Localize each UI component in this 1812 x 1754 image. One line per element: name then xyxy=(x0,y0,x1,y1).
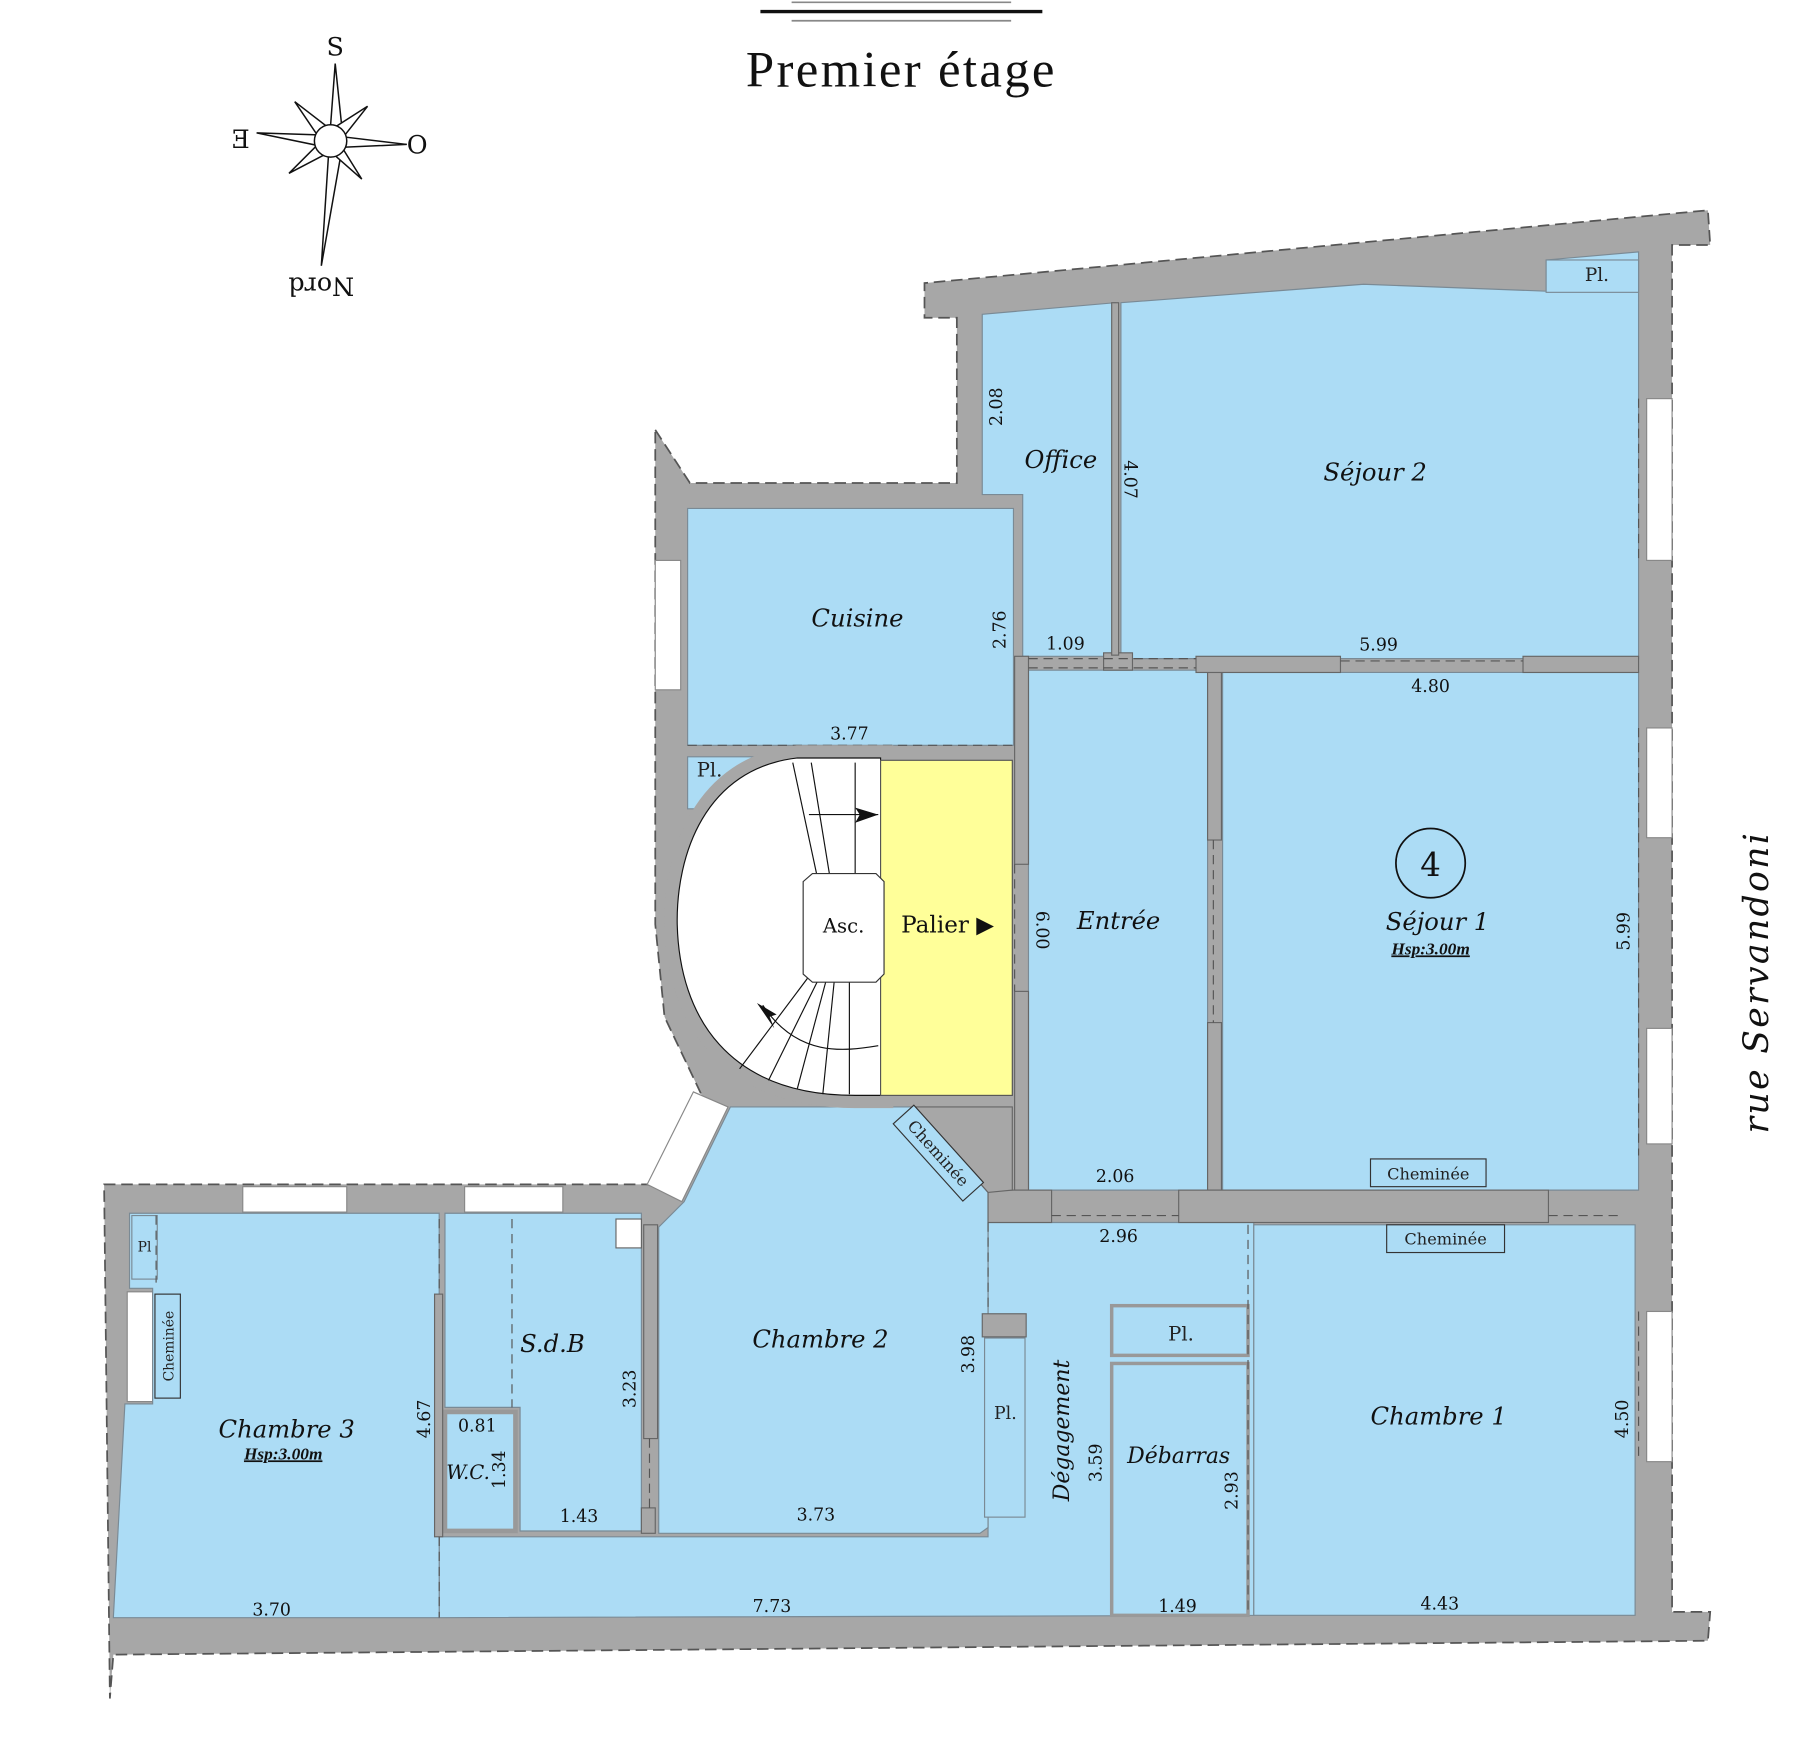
label-office: Office xyxy=(1024,445,1097,474)
room-placard-sejour[interactable] xyxy=(1545,259,1640,293)
label-sdb: S.d.B xyxy=(520,1329,585,1358)
label-wc: W.C. xyxy=(446,1461,490,1484)
room-sdb[interactable] xyxy=(444,1212,642,1532)
label-placard: Pl. xyxy=(1168,1322,1194,1345)
dimension-label: 3.77 xyxy=(830,724,869,744)
dimension-label: 6.00 xyxy=(1032,911,1052,950)
stair-arrow-up-icon xyxy=(855,807,879,823)
landing-palier[interactable] xyxy=(880,759,1013,1096)
dimension-label: 4.50 xyxy=(1613,1400,1633,1439)
label-entree: Entrée xyxy=(1076,906,1160,935)
fireplace-chambre-1: Cheminée xyxy=(1386,1224,1506,1254)
dimension-label: 3.73 xyxy=(797,1506,836,1526)
title-rule xyxy=(760,1,1043,22)
dimension-label: 1.43 xyxy=(560,1507,599,1527)
dimension-label: 4.43 xyxy=(1421,1595,1460,1615)
fireplace-sejour-1: Cheminée xyxy=(1369,1158,1487,1188)
label-placard: Pl xyxy=(138,1239,152,1255)
label-chambre-2: Chambre 2 xyxy=(752,1324,888,1353)
dimension-label: 2.08 xyxy=(987,387,1007,426)
compass-north: Nord xyxy=(288,271,354,301)
dimension-label: 5.99 xyxy=(1614,912,1634,951)
room-placard-chambre-2[interactable] xyxy=(983,1337,1026,1518)
label-placard: Pl. xyxy=(1585,265,1609,286)
label-palier: Palier ▶ xyxy=(901,912,994,938)
dimension-label: 2.06 xyxy=(1096,1167,1135,1187)
room-debarras[interactable] xyxy=(1109,1361,1250,1618)
lot-number-circle xyxy=(1395,827,1467,899)
dimensions: 2.08 4.07 2.76 1.09 5.99 4.80 3.77 6.00 … xyxy=(252,387,1634,1620)
dimension-label: 4.67 xyxy=(415,1400,435,1439)
label-cuisine: Cuisine xyxy=(811,603,903,632)
compass-rose-icon xyxy=(256,63,407,266)
label-chambre-3-height: Hsp:3.00m xyxy=(243,1444,322,1463)
dimension-label: 2.76 xyxy=(990,610,1010,649)
dimension-label: 2.93 xyxy=(1223,1471,1243,1510)
dimension-label: 3.70 xyxy=(252,1600,291,1620)
room-cuisine[interactable] xyxy=(687,507,1015,746)
dimension-label: 3.59 xyxy=(1086,1444,1106,1483)
dimension-label: 1.49 xyxy=(1158,1597,1197,1617)
dimension-label: 1.09 xyxy=(1046,634,1085,654)
label-degagement: Dégagement xyxy=(1050,1360,1075,1503)
label-chambre-3: Chambre 3 xyxy=(219,1414,355,1443)
dimension-label: 0.81 xyxy=(458,1417,497,1437)
label-debarras: Débarras xyxy=(1126,1444,1230,1469)
compass-south: S xyxy=(326,31,343,61)
dimension-label: 4.80 xyxy=(1411,677,1450,697)
label-sejour-2: Séjour 2 xyxy=(1323,458,1426,487)
label-sejour-1-height: Hsp:3.00m xyxy=(1390,939,1469,958)
dimension-label: 4.07 xyxy=(1119,460,1139,499)
dimension-label: 5.99 xyxy=(1359,636,1398,656)
interior-walls xyxy=(433,302,1640,1538)
room-placard-chambre-3[interactable] xyxy=(131,1214,158,1280)
label-placard: Pl. xyxy=(994,1404,1017,1424)
svg-text:Cheminée: Cheminée xyxy=(1387,1165,1469,1184)
dimension-label: 1.34 xyxy=(490,1450,510,1489)
fireplace-chambre-3: Cheminée xyxy=(154,1293,181,1399)
elevator[interactable] xyxy=(802,872,885,983)
plan-title: Premier étage xyxy=(746,42,1057,98)
compass-east: E xyxy=(231,124,250,154)
room-sejour-1[interactable] xyxy=(1222,671,1640,1191)
label-chambre-1: Chambre 1 xyxy=(1371,1402,1507,1431)
dimension-label: 3.23 xyxy=(621,1370,641,1409)
stair-arrow-down-icon xyxy=(756,1002,777,1029)
room-sejour-2[interactable] xyxy=(1120,251,1640,660)
svg-text:Cheminée: Cheminée xyxy=(161,1311,177,1382)
label-sejour-1: Séjour 1 xyxy=(1386,907,1489,936)
street-name: rue Servandoni xyxy=(1737,831,1777,1134)
windows xyxy=(126,398,1673,1463)
door-openings xyxy=(155,398,1640,1618)
room-placard-degagement[interactable] xyxy=(1109,1303,1250,1358)
label-placard: Pl. xyxy=(697,758,723,781)
compass-west: O xyxy=(407,130,428,160)
dimension-label: 2.96 xyxy=(1099,1227,1138,1247)
room-chambre-1[interactable] xyxy=(1253,1224,1636,1616)
label-ascenseur: Asc. xyxy=(822,914,864,937)
room-wc[interactable] xyxy=(442,1409,518,1534)
svg-text:Cheminée: Cheminée xyxy=(1404,1229,1486,1248)
lot-number: 4 xyxy=(1420,846,1441,884)
dimension-label: 3.98 xyxy=(959,1335,979,1374)
dimension-label: 7.73 xyxy=(753,1597,792,1617)
